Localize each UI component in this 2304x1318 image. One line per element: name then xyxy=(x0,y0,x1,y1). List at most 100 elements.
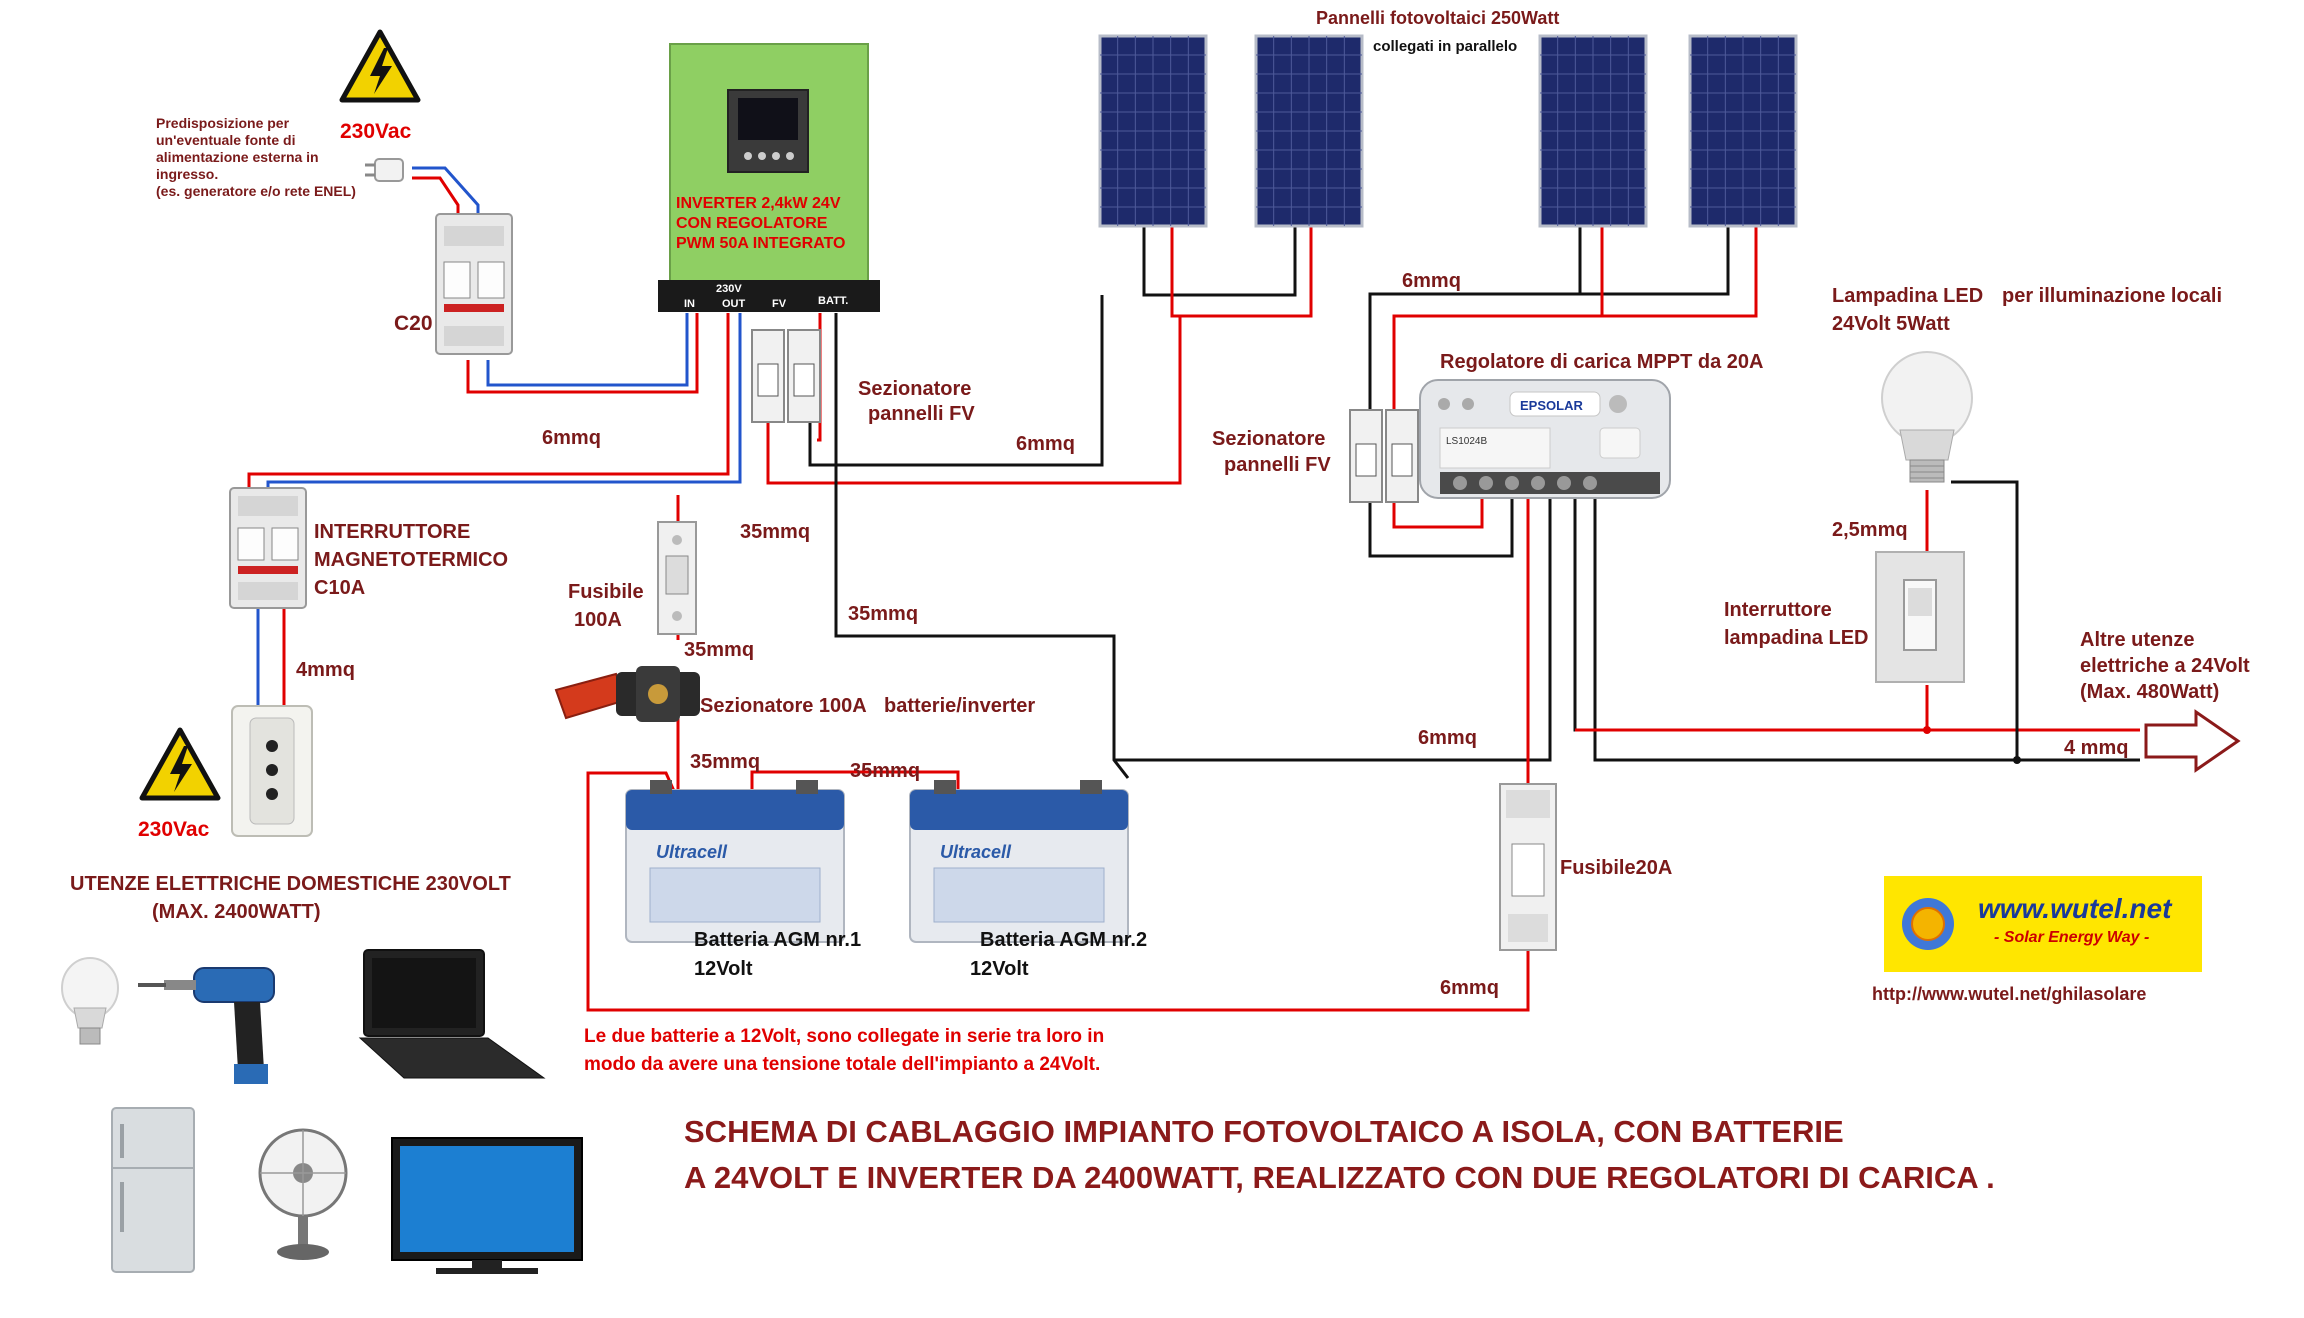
svg-text:alimentazione esterna in: alimentazione esterna in xyxy=(156,149,319,165)
led-lamp-line1-suffix: per illuminazione locali xyxy=(2002,285,2222,307)
c20-label: C20 xyxy=(394,312,433,335)
inverter-label-line3: PWM 50A INTEGRATO xyxy=(676,235,846,252)
breaker-c10-line1: INTERRUTTORE xyxy=(314,521,470,543)
panels-subtitle: collegati in parallelo xyxy=(1373,38,1517,55)
mppt-brand: EPSOLAR xyxy=(1520,398,1583,413)
breaker-c10-line3: C10A xyxy=(314,577,365,599)
wire-batt-neg-main xyxy=(834,313,1130,779)
wire-panels-left-down-pos xyxy=(766,316,1182,485)
logo-url: www.wutel.net xyxy=(1978,893,2173,924)
svg-text:ingresso.: ingresso. xyxy=(156,166,218,182)
wire-load-neg2 xyxy=(1593,495,2140,762)
wires xyxy=(247,166,2140,1012)
tv-icon xyxy=(391,1137,583,1274)
domestic-loads-line1: UTENZE ELETTRICHE DOMESTICHE 230VOLT xyxy=(70,873,511,895)
battery-1-line2: 12Volt xyxy=(694,958,753,980)
wire-6mmq-right: 6mmq xyxy=(1418,727,1477,749)
sun-icon xyxy=(1902,898,1954,950)
diagram-title-line2: A 24VOLT E INVERTER DA 2400WATT, REALIZZ… xyxy=(684,1160,1995,1195)
warning-voltage-top: 230Vac xyxy=(340,120,412,143)
wire-batt-mppt-neg xyxy=(1114,495,1552,762)
wire-size-labels: 6mmq 6mmq 6mmq 6mmq 6mmq 35mmq 35mmq 35m… xyxy=(296,270,2128,999)
wire-panels-right-down-neg xyxy=(1368,292,1580,412)
wire-35mmq-d: 35mmq xyxy=(690,751,760,773)
inverter-term-out: OUT xyxy=(722,298,746,310)
led-bulb-icon xyxy=(1881,351,1973,483)
svg-text:(es. generatore e/o rete ENEL): (es. generatore e/o rete ENEL) xyxy=(156,183,356,199)
wire-panels-left-pos xyxy=(1170,222,1313,318)
isolator-fv-right-line1: Sezionatore xyxy=(1212,428,1325,450)
breaker-c20 xyxy=(435,213,513,355)
isolator-100a-part1: Sezionatore 100A xyxy=(700,695,867,717)
wire-panels-right-neg xyxy=(1578,222,1730,296)
panels-title: Pannelli fotovoltaici 250Watt xyxy=(1316,8,1559,28)
isolator-fv-left-line2: pannelli FV xyxy=(868,403,975,425)
logo-link[interactable]: http://www.wutel.net/ghilasolare xyxy=(1872,984,2146,1004)
other-loads-line3: (Max. 480Watt) xyxy=(2080,681,2219,703)
other-loads-line2: elettriche a 24Volt xyxy=(2080,655,2250,677)
diagram-title-line1: SCHEMA DI CABLAGGIO IMPIANTO FOTOVOLTAIC… xyxy=(684,1114,1844,1149)
mppt-model: LS1024B xyxy=(1446,436,1487,447)
battery-2-line1: Batteria AGM nr.2 xyxy=(980,929,1147,951)
battery-2-line2: 12Volt xyxy=(970,958,1029,980)
warning-triangle-icon xyxy=(339,29,421,103)
wire-out-red xyxy=(247,313,730,492)
wire-6mmq-top: 6mmq xyxy=(1402,270,1461,292)
wire-panels-right-pos xyxy=(1600,222,1758,318)
led-switch xyxy=(1875,551,1965,683)
fuse-100a xyxy=(657,521,697,635)
led-switch-line1: Interruttore xyxy=(1724,599,1832,621)
breaker-c10-line2: MAGNETOTERMICO xyxy=(314,549,508,571)
socket xyxy=(231,705,313,837)
fuse-20a xyxy=(1499,783,1557,951)
fuse-100a-line2: 100A xyxy=(574,609,622,631)
isolator-100a xyxy=(554,666,700,722)
inverter-term-in: IN xyxy=(684,298,695,310)
svg-text:un'eventuale fonte di: un'eventuale fonte di xyxy=(156,132,295,148)
other-loads-line1: Altre utenze xyxy=(2080,629,2194,651)
fuse-20a-label: Fusibile20A xyxy=(1560,857,1672,879)
wire-series xyxy=(750,770,960,790)
solar-panel xyxy=(1538,34,1648,228)
laptop-icon xyxy=(358,949,546,1079)
mppt-regulator: EPSOLAR LS1024B xyxy=(1419,379,1671,499)
solar-panel xyxy=(1254,34,1364,228)
wire-35mmq-e: 35mmq xyxy=(850,760,920,782)
wire-fuse-batt-pos xyxy=(586,771,1530,1012)
warning-voltage-bottom: 230Vac xyxy=(138,818,210,841)
inverter-term-230v: 230V xyxy=(716,283,742,295)
wire-4mmq-left: 4mmq xyxy=(296,659,355,681)
wire-panels-left-neg xyxy=(1142,222,1297,297)
solar-panel xyxy=(1098,34,1208,228)
wire-c20-in-blue xyxy=(486,313,689,387)
led-lamp-line1: Lampadina LED xyxy=(1832,285,1983,307)
wire-iso-mppt-neg xyxy=(1368,495,1514,558)
inverter-term-fv: FV xyxy=(772,298,787,310)
battery-1-brand: Ultracell xyxy=(656,842,728,862)
led-bulb-icon xyxy=(61,957,119,1045)
led-switch-line2: lampadina LED xyxy=(1724,627,1868,649)
fuse-100a-line1: Fusibile xyxy=(568,581,644,603)
wire-6mmq-mid: 6mmq xyxy=(1016,433,1075,455)
battery-1-line1: Batteria AGM nr.1 xyxy=(694,929,861,951)
mppt-title: Regolatore di carica MPPT da 20A xyxy=(1440,351,1763,373)
domestic-loads-line2: (MAX. 2400WATT) xyxy=(152,901,321,923)
fan-icon xyxy=(258,1128,348,1260)
inverter-term-batt: BATT. xyxy=(818,295,848,307)
logo-tagline: - Solar Energy Way - xyxy=(1994,929,2149,946)
battery-2-brand: Ultracell xyxy=(940,842,1012,862)
isolator-fv-right-line2: pannelli FV xyxy=(1224,454,1331,476)
wire-panels-right-down-pos xyxy=(1392,314,1602,412)
wire-4mmq-right: 4 mmq xyxy=(2064,737,2128,759)
warning-triangle-icon xyxy=(139,727,221,801)
wire-35mmq-a: 35mmq xyxy=(740,521,810,543)
isolator-100a-part2: batterie/inverter xyxy=(884,695,1035,717)
isolator-fv-left xyxy=(751,329,821,423)
inverter: INVERTER 2,4kW 24V CON REGOLATORE PWM 50… xyxy=(658,43,880,312)
solar-panels xyxy=(1098,34,1798,228)
wire-bulb-neg xyxy=(1951,480,2019,760)
wire-25mmq: 2,5mmq xyxy=(1832,519,1908,541)
led-lamp-line2: 24Volt 5Watt xyxy=(1832,313,1950,335)
wire-6mmq-bottom: 6mmq xyxy=(1440,977,1499,999)
